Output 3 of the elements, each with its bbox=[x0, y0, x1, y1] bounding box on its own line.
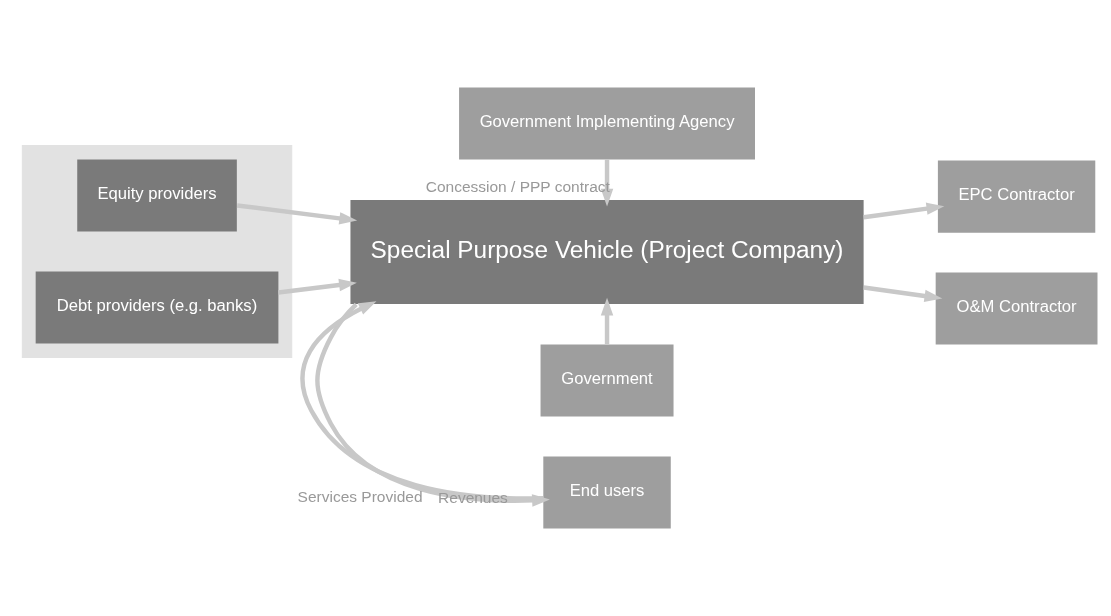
edge-label: Services Provided bbox=[297, 487, 423, 505]
edge-label: Concession / PPP contract bbox=[425, 178, 610, 196]
edge-label: Revenues bbox=[438, 489, 508, 507]
